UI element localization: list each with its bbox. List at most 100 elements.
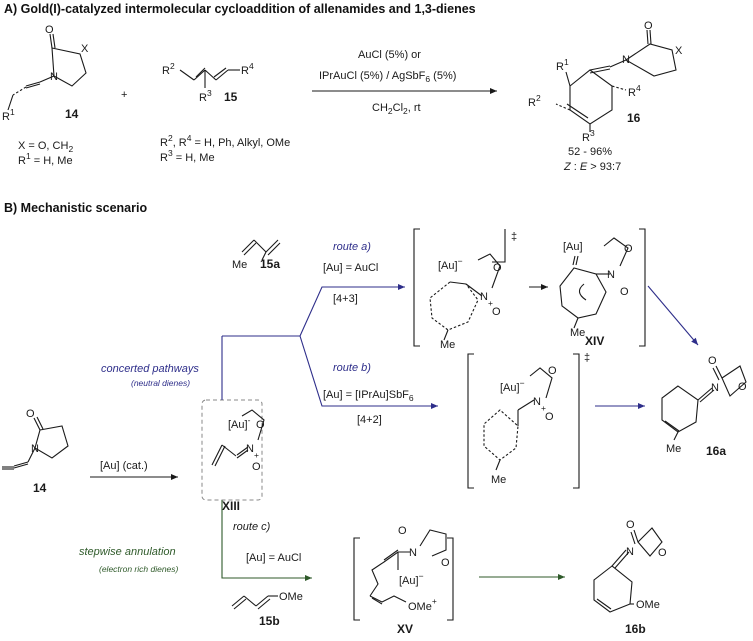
product-16-r1: R1 xyxy=(556,57,569,73)
xiv-structure xyxy=(559,237,629,329)
xv-structure xyxy=(369,529,447,605)
product-16-r4: R4 xyxy=(628,83,641,99)
product-16b-label: 16b xyxy=(625,622,646,636)
16a-n: N xyxy=(711,382,719,394)
conditions-line-2: IPrAuCl (5%) / AgSbF6 (5%) xyxy=(319,70,456,84)
route-a-label: route a) xyxy=(333,241,371,253)
ts-b-o1: O xyxy=(548,365,557,377)
plus-sign: + xyxy=(121,89,127,101)
concerted-sublabel: (neutral dienes) xyxy=(131,378,190,388)
diene-15-structure xyxy=(179,67,240,88)
16a-o1: O xyxy=(708,355,717,367)
x-definition: X = O, CH2 xyxy=(18,140,73,154)
route-b-catalyst: [Au] = [IPrAu]SbF6 xyxy=(323,389,414,403)
r1-definition: R1 = H, Me xyxy=(18,151,73,167)
stepwise-label: stepwise annulation xyxy=(79,546,176,558)
xiii-n: N+ xyxy=(246,443,259,460)
diene-15-r3: R3 xyxy=(199,88,212,104)
route-a-arrow xyxy=(299,284,405,337)
diene-15b-structure xyxy=(231,595,278,610)
route-a-type: [4+3] xyxy=(333,293,358,305)
intermediate-xiii-structure xyxy=(211,409,265,467)
r3-definition: R3 = H, Me xyxy=(160,148,215,164)
xv-n: N xyxy=(409,547,417,559)
allenamide-14-o: O xyxy=(45,24,54,36)
xv-ome: OMe+ xyxy=(408,596,437,613)
product-16-structure xyxy=(555,29,677,132)
ts-b-n: N+ xyxy=(533,396,546,413)
xiii-o1: O xyxy=(256,419,265,431)
ts-a-dagger: ‡ xyxy=(511,231,517,243)
route-c-label: route c) xyxy=(233,521,271,533)
allenamide-14-n: N xyxy=(50,71,58,83)
16b-n: N xyxy=(626,546,634,558)
diene-15-label: 15 xyxy=(224,90,238,104)
product-16-x: X xyxy=(675,45,683,57)
conditions-line-3: CH2Cl2, rt xyxy=(372,102,421,116)
product-16-o: O xyxy=(644,20,653,32)
product-16-label: 16 xyxy=(627,111,641,125)
route-a-catalyst: [Au] = AuCl xyxy=(323,262,378,274)
ts-b-right-bracket xyxy=(573,353,580,489)
xv-left-bracket xyxy=(353,537,360,621)
start-14-o: O xyxy=(26,408,35,420)
ts-b-structure xyxy=(483,367,553,471)
diene-15-r2: R2 xyxy=(162,61,175,77)
diene-15-r4: R4 xyxy=(241,61,254,77)
allenamide-14-structure xyxy=(7,33,87,111)
xiv-au: [Au] xyxy=(563,241,583,253)
conditions-line-1: AuCl (5%) or xyxy=(358,49,421,61)
section-b-title: B) Mechanistic scenario xyxy=(4,201,147,215)
start-14-structure xyxy=(2,416,69,470)
xv-au: [Au]− xyxy=(399,571,424,587)
ts-a-right-bracket xyxy=(639,228,646,347)
product-16-r3: R3 xyxy=(582,128,595,144)
ts-a-me: Me xyxy=(440,339,455,351)
xiv-n: N xyxy=(607,269,615,281)
route-b-label: route b) xyxy=(333,362,371,374)
route-b-type: [4+2] xyxy=(357,414,382,426)
xiii-label: XIII xyxy=(222,499,240,513)
section-a-title: A) Gold(I)-catalyzed intermolecular cycl… xyxy=(4,2,476,16)
product-ratio: Z : E > 93:7 xyxy=(563,161,621,173)
product-yield: 52 - 96% xyxy=(568,146,612,158)
ts-a-inner-bracket xyxy=(492,229,506,263)
r2-r4-definition: R2, R4 = H, Ph, Alkyl, OMe xyxy=(160,133,290,149)
route-c-catalyst: [Au] = AuCl xyxy=(246,552,301,564)
xiv-to-16a-arrow xyxy=(647,285,699,346)
diene-15a-structure xyxy=(241,239,281,261)
ts-a-o1: O xyxy=(493,262,502,274)
16b-o2: O xyxy=(658,547,667,559)
xiv-o1: O xyxy=(624,243,633,255)
16b-o1: O xyxy=(626,519,635,531)
xiv-o2: O xyxy=(620,286,629,298)
16a-o2: O xyxy=(738,381,747,393)
product-16-r2: R2 xyxy=(528,93,541,109)
16b-ome: OMe xyxy=(636,599,660,611)
16a-me: Me xyxy=(666,443,681,455)
xv-label: XV xyxy=(397,622,413,636)
ts-a-left-bracket xyxy=(413,228,420,347)
xv-right-bracket xyxy=(447,537,454,621)
xiii-au: [Au]- xyxy=(228,415,251,431)
ts-a-structure xyxy=(429,253,501,341)
xv-o2: O xyxy=(441,557,450,569)
stepwise-sublabel: (electron rich dienes) xyxy=(99,564,179,574)
product-16-n: N xyxy=(622,54,630,66)
route-b-arrow xyxy=(299,335,438,409)
start-14-label: 14 xyxy=(33,481,47,495)
allenamide-14-label: 14 xyxy=(65,107,79,121)
allenamide-14-r: R1 xyxy=(2,107,15,123)
ts-a-n: N+ xyxy=(480,291,493,308)
xv-o1: O xyxy=(398,525,407,537)
catalyst-label: [Au] (cat.) xyxy=(100,460,148,472)
diene-15b-ome: OMe xyxy=(279,591,303,603)
concerted-label: concerted pathways xyxy=(101,363,199,375)
ts-b-dagger: ‡ xyxy=(584,352,590,364)
ts-a-au: [Au]− xyxy=(438,256,463,272)
diene-15a-me: Me xyxy=(232,259,247,271)
product-16a-label: 16a xyxy=(706,444,726,458)
xiv-label: XIV xyxy=(585,334,604,348)
route-c-arrow xyxy=(221,500,312,581)
